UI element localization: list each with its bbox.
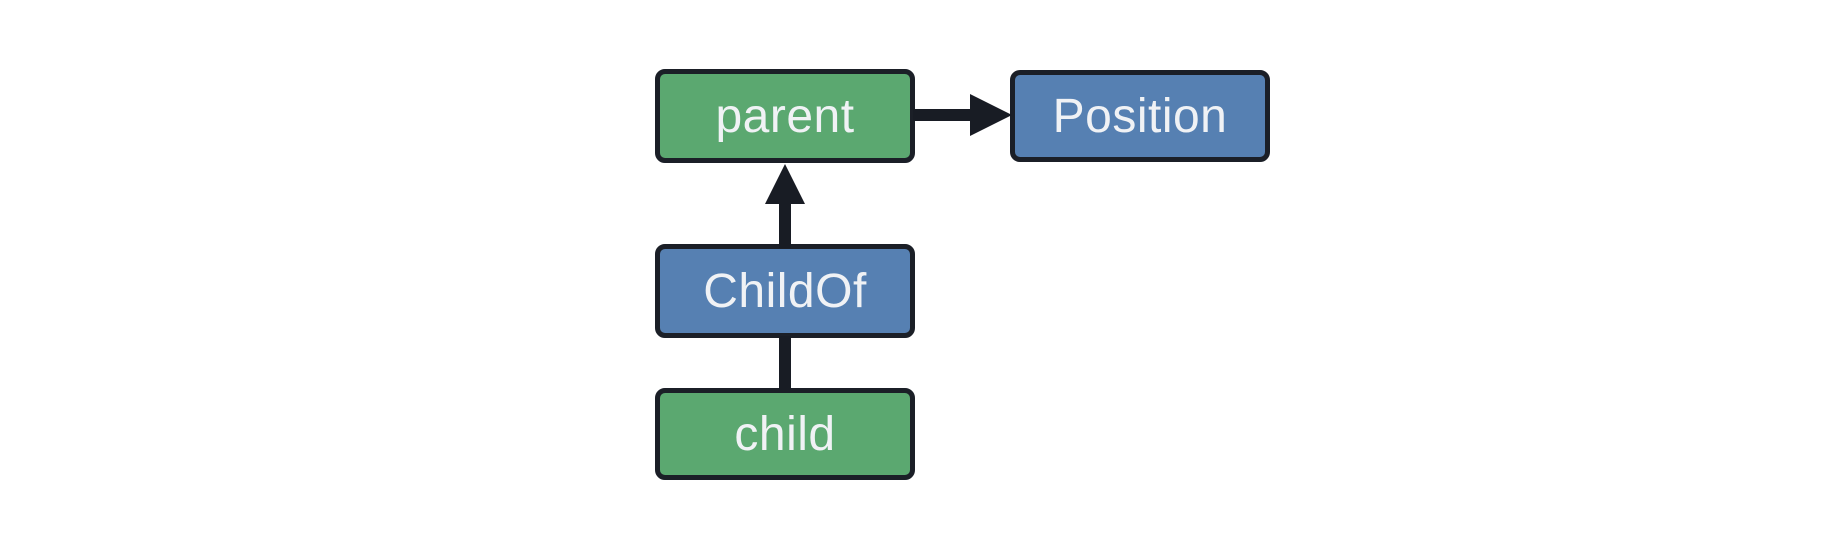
edge-childof-to-parent [779, 202, 791, 248]
arrowhead-up-icon [765, 164, 805, 204]
edge-child-to-childof [779, 336, 791, 390]
node-child: child [655, 388, 915, 480]
node-position: Position [1010, 70, 1270, 162]
edge-parent-to-position [913, 109, 975, 121]
node-parent: parent [655, 69, 915, 163]
node-childof: ChildOf [655, 244, 915, 338]
arrowhead-right-icon [970, 94, 1012, 136]
